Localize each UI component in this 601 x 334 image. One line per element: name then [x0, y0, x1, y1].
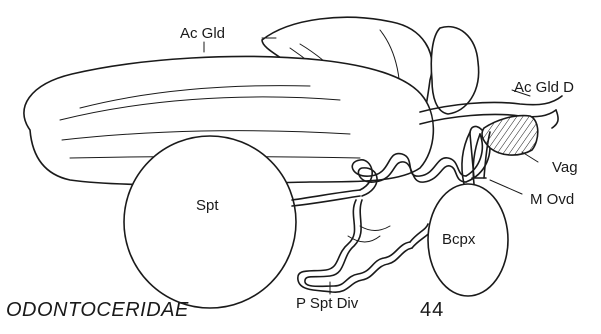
figure-number: 44: [420, 299, 444, 321]
leader-median-oviduct: [490, 180, 522, 194]
label-median-oviduct: M Ovd: [530, 191, 574, 208]
spermathecal-diverticulum: [298, 200, 432, 292]
label-vagina: Vag: [552, 159, 578, 176]
label-bursa-copulatrix: Bcpx: [442, 231, 476, 248]
label-spermathecal-diverticulum: P Spt Div: [296, 295, 359, 312]
vagina: [482, 116, 538, 155]
label-accessory-gland-duct: Ac Gld D: [514, 79, 574, 96]
spermatheca: [124, 136, 296, 308]
bursa-copulatrix: [428, 132, 508, 296]
label-accessory-gland: Ac Gld: [180, 25, 225, 42]
label-spermatheca: Spt: [196, 197, 219, 214]
leader-vagina: [522, 152, 538, 162]
family-caption: ODONTOCERIDAE: [6, 299, 189, 321]
